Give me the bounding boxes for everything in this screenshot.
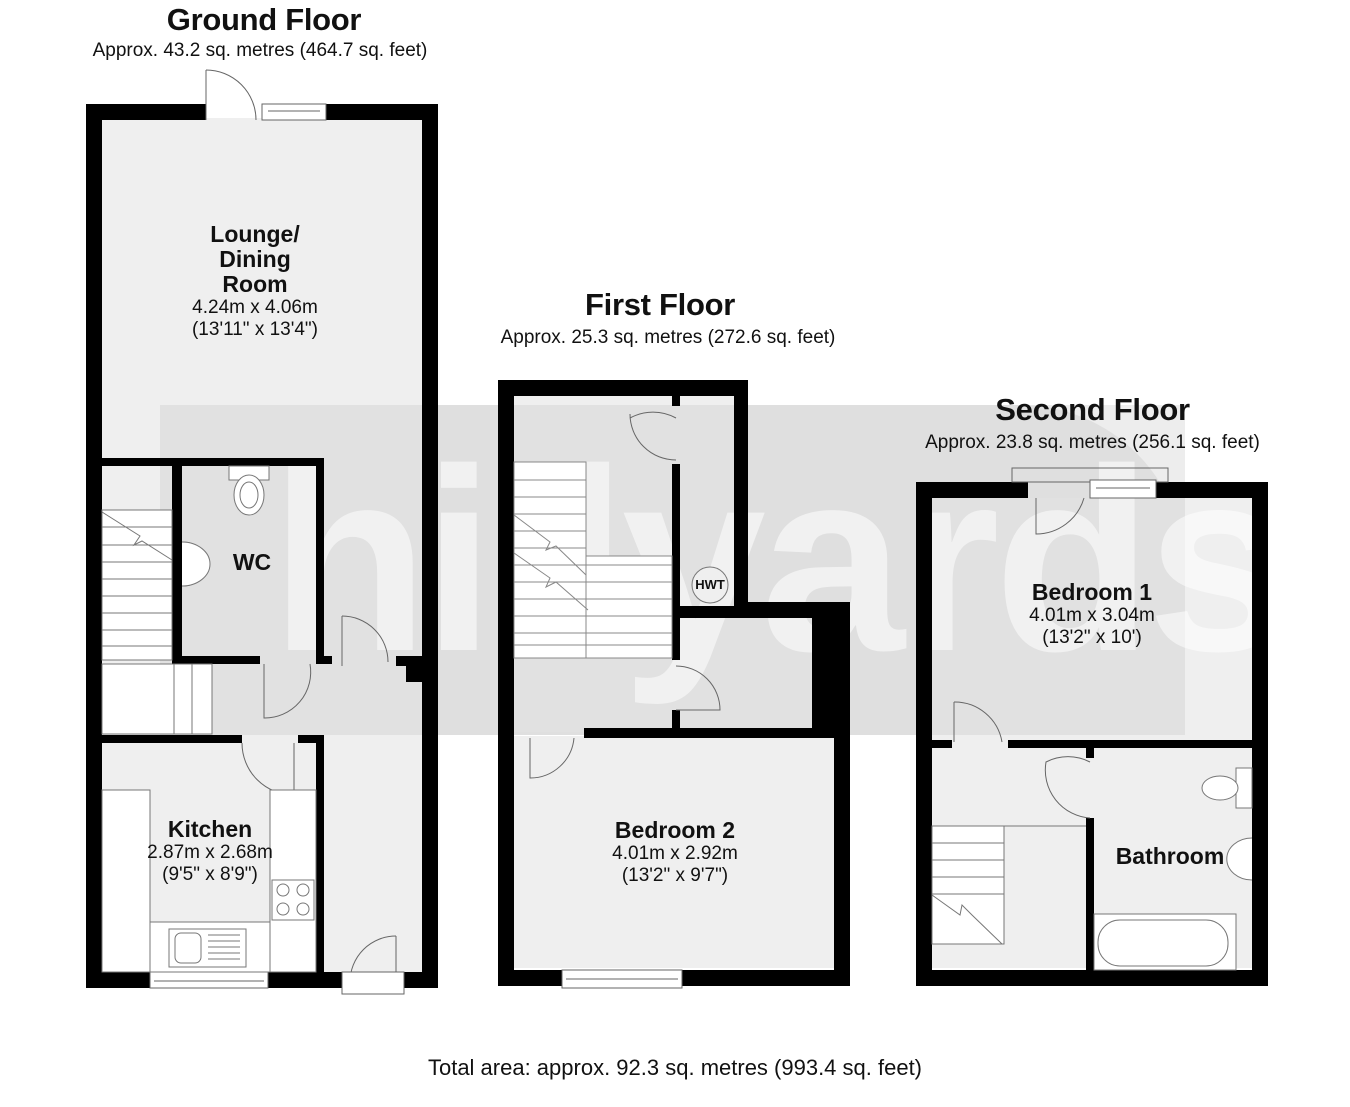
first-floor-area: Approx. 25.3 sq. metres (272.6 sq. feet) [500, 327, 836, 348]
hwt-label: HWT [695, 577, 725, 592]
second-floor-area: Approx. 23.8 sq. metres (256.1 sq. feet) [925, 432, 1260, 453]
room-kitchen: Kitchen 2.87m x 2.68m (9'5" x 8'9") [120, 817, 300, 886]
room-imperial: (13'2" x 9'7") [621, 865, 729, 886]
room-imperial: (13'11" x 13'4") [191, 319, 318, 340]
room-name: WC [232, 549, 272, 575]
room-imperial: (13'2" x 10') [1042, 627, 1142, 648]
room-name: Lounge/ [210, 221, 300, 247]
room-bathroom: Bathroom [1100, 844, 1240, 869]
room-name: Dining [219, 246, 291, 272]
room-name: Room [222, 271, 288, 297]
room-metric: 4.01m x 2.92m [612, 843, 738, 864]
room-bedroom-2: Bedroom 2 4.01m x 2.92m (13'2" x 9'7") [575, 818, 775, 887]
room-name: Bedroom 1 [1031, 579, 1153, 605]
room-lounge-dining: Lounge/ Dining Room 4.24m x 4.06m (13'11… [160, 222, 350, 341]
room-name: Kitchen [167, 816, 253, 842]
first-floor-title: First Floor [585, 287, 735, 322]
total-area: Total area: approx. 92.3 sq. metres (993… [427, 1055, 923, 1080]
room-wc: WC [212, 550, 292, 575]
second-floor-title: Second Floor [995, 392, 1190, 427]
room-metric: 2.87m x 2.68m [147, 842, 273, 863]
room-imperial: (9'5" x 8'9") [162, 864, 258, 885]
watermark-text: hillyards [270, 416, 1285, 707]
room-name: Bedroom 2 [614, 817, 736, 843]
room-metric: 4.01m x 3.04m [1029, 605, 1155, 626]
ground-floor-title: Ground Floor [166, 2, 362, 37]
room-name: Bathroom [1115, 843, 1225, 869]
room-bedroom-1: Bedroom 1 4.01m x 3.04m (13'2" x 10') [992, 580, 1192, 649]
room-metric: 4.24m x 4.06m [192, 297, 318, 318]
ground-floor-area: Approx. 43.2 sq. metres (464.7 sq. feet) [92, 40, 428, 61]
